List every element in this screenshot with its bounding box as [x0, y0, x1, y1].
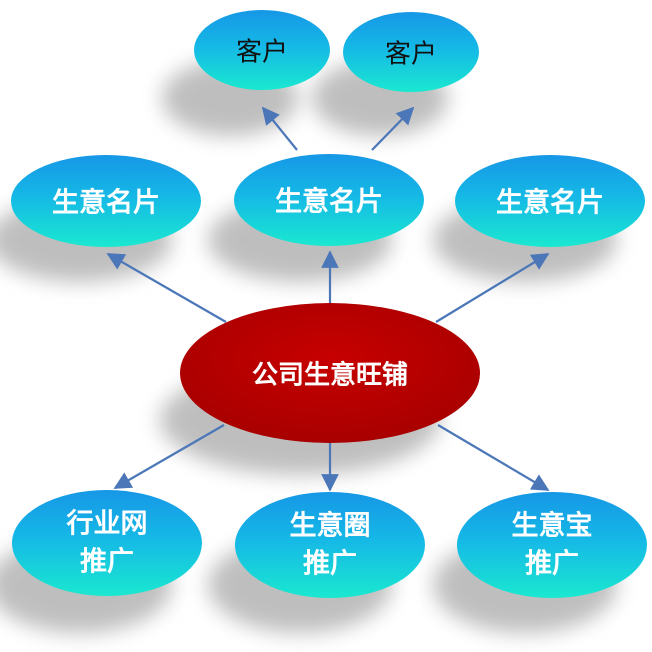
- promo-node-left-line2: 推广: [80, 547, 134, 578]
- arrow-to-card-left: [106, 253, 227, 323]
- promo-node-left: 行业网 推广: [12, 490, 202, 596]
- client-node-right-label: 客户: [385, 40, 437, 70]
- arrow-to-client-left: [261, 106, 298, 151]
- arrow-to-client-right: [371, 106, 415, 151]
- card-node-left: 生意名片: [11, 155, 201, 247]
- card-node-left-label: 生意名片: [52, 187, 160, 219]
- card-node-middle: 生意名片: [234, 154, 424, 246]
- promo-node-left-line1: 行业网: [66, 508, 148, 540]
- center-node-label: 公司生意旺铺: [252, 360, 408, 391]
- center-node: 公司生意旺铺: [180, 303, 480, 443]
- client-node-left-label: 客户: [236, 38, 288, 68]
- promo-node-right: 生意宝 推广: [457, 492, 647, 598]
- promo-node-middle-line2: 推广: [303, 549, 357, 580]
- card-node-right: 生意名片: [455, 155, 645, 247]
- client-node-right: 客户: [343, 12, 479, 92]
- arrow-to-card-right: [435, 253, 550, 323]
- arrow-layer: [106, 106, 550, 492]
- card-node-middle-label: 生意名片: [275, 186, 383, 218]
- promo-node-right-line1: 生意宝: [512, 510, 593, 542]
- card-node-right-label: 生意名片: [496, 187, 604, 219]
- promo-node-middle: 生意圈 推广: [235, 492, 425, 598]
- arrow-to-promo-left: [113, 424, 225, 489]
- promo-node-right-line2: 推广: [525, 549, 579, 580]
- arrow-to-promo-right: [437, 424, 550, 491]
- promo-node-middle-line1: 生意圈: [290, 510, 371, 542]
- client-node-left: 客户: [194, 10, 330, 90]
